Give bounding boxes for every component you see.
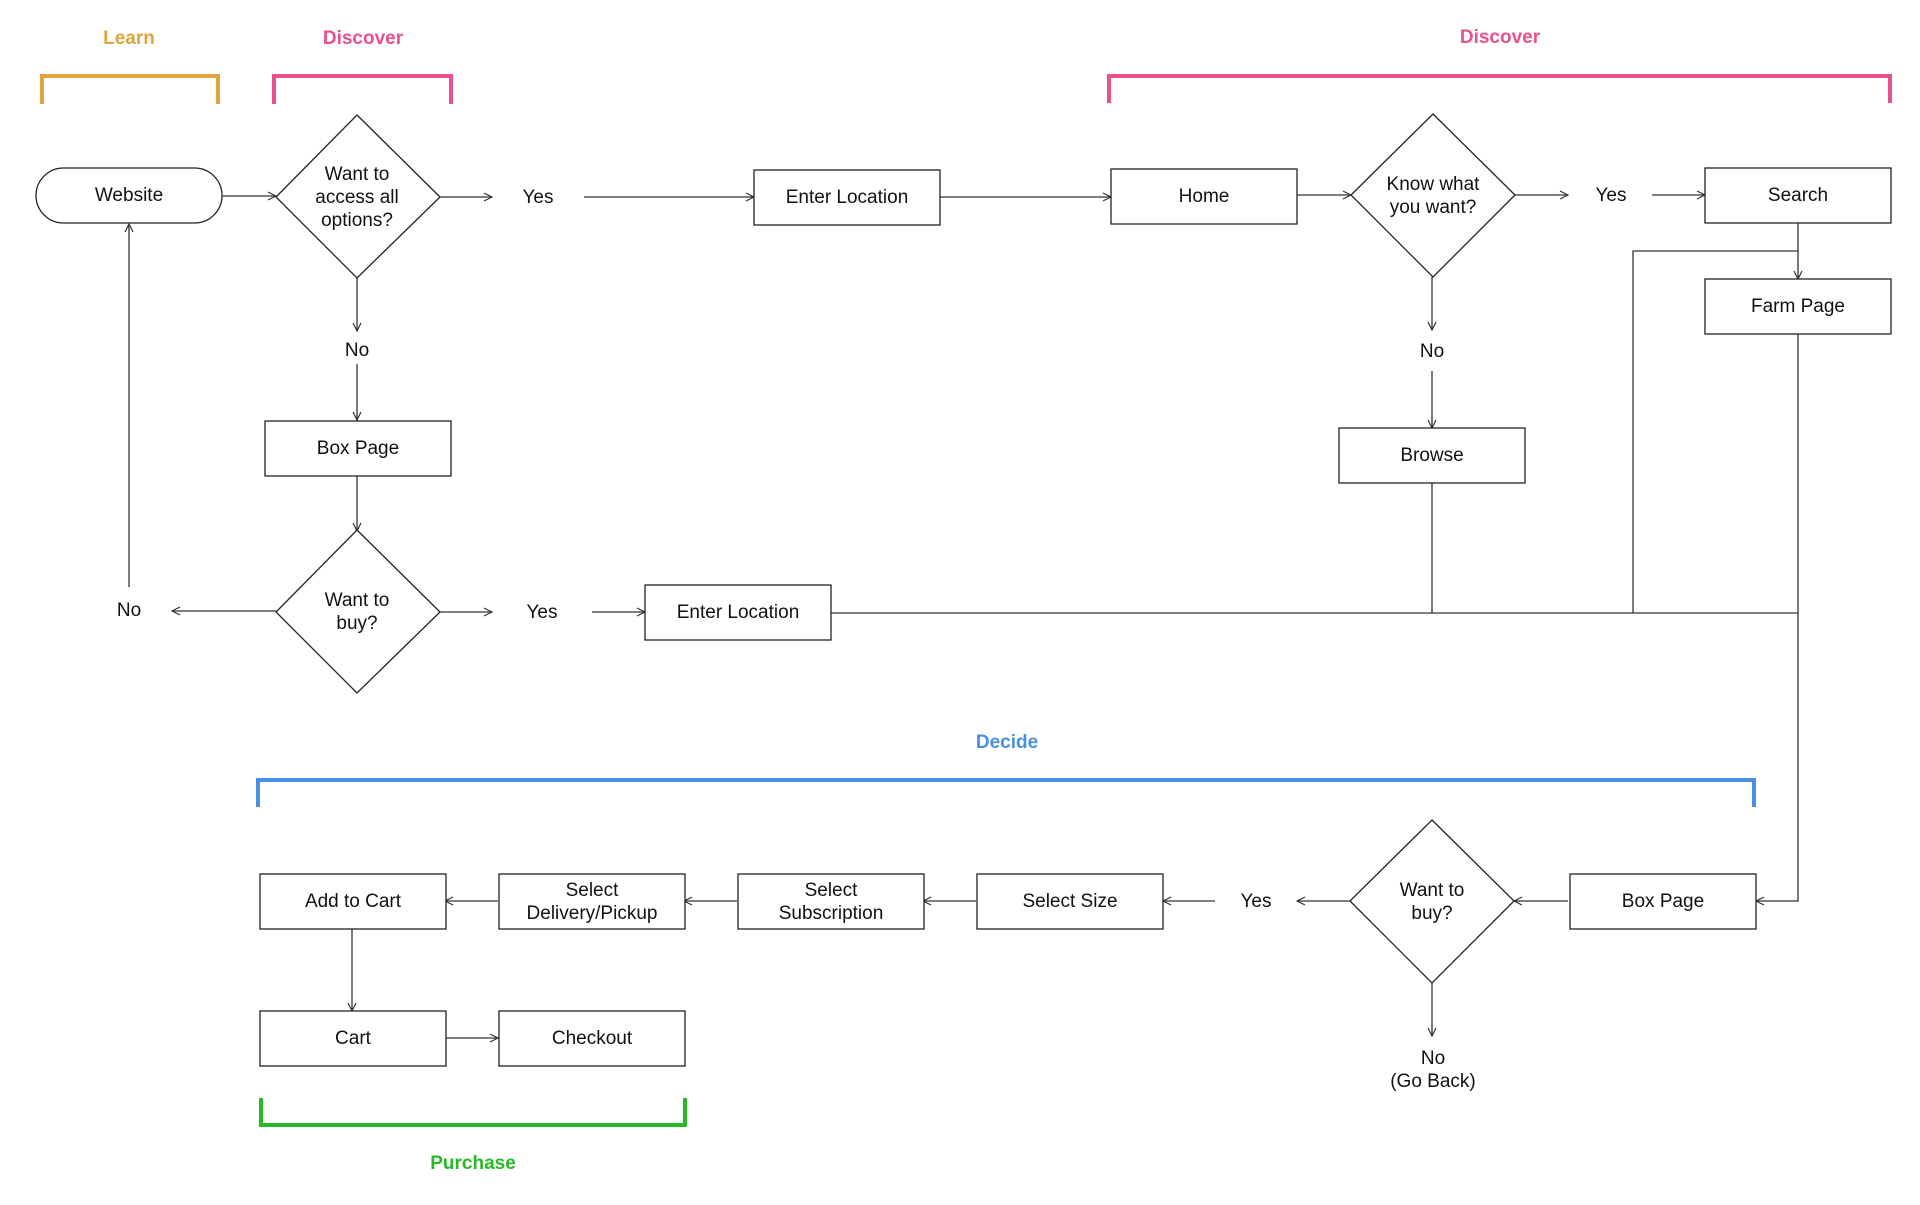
cart-label: Cart [335, 1028, 372, 1049]
connectors [129, 195, 1798, 1038]
node-checkout: Checkout [498, 1010, 686, 1067]
cart-rect [259, 1010, 447, 1067]
box-page-top-rect [264, 420, 452, 477]
edge-farm-to-box-bottom [1756, 334, 1799, 901]
box-page-bottom-label: Box Page [1622, 891, 1704, 912]
node-box-page-top: Box Page [264, 420, 452, 477]
search-label: Search [1768, 185, 1828, 206]
decision-want-buy-bottom-shape [1349, 819, 1515, 984]
home-rect [1110, 168, 1298, 225]
box-page-bottom-rect [1569, 873, 1757, 930]
select-subscription-rect [737, 873, 925, 930]
decision-want-access-line-3: options? [321, 210, 393, 231]
stage-discover-left-bracket [272, 74, 453, 104]
edge-mid-branch-to-farm [1632, 250, 1798, 613]
browse-label: Browse [1400, 445, 1463, 466]
stage-learn-label: Learn [103, 28, 155, 49]
farm-page-label: Farm Page [1751, 296, 1845, 317]
decision-want-access-shape [275, 114, 441, 279]
node-box-page-bottom: Box Page [1569, 873, 1757, 930]
node-enter-location-mid: Enter Location [644, 584, 832, 641]
enter-location-top-rect [753, 169, 941, 226]
decision-want-buy-bottom-line-2: buy? [1411, 903, 1452, 924]
node-select-size: Select Size [976, 873, 1164, 930]
stage-decide-bracket [256, 778, 1756, 807]
checkout-rect [498, 1010, 686, 1067]
label-yes-access: Yes [523, 187, 554, 208]
node-cart: Cart [259, 1010, 447, 1067]
stage-decide: Decide [256, 732, 1756, 807]
node-home: Home [1110, 168, 1298, 225]
select-delivery-line-2: Delivery/Pickup [527, 903, 658, 924]
node-farm-page: Farm Page [1704, 278, 1892, 335]
decision-know-shape [1350, 113, 1516, 278]
website-label: Website [95, 185, 163, 206]
decision-want-buy-top-shape [275, 529, 441, 694]
label-yes-buy-top: Yes [527, 602, 558, 623]
search-rect [1704, 167, 1892, 224]
select-delivery-line-1: Select [566, 880, 620, 901]
decision-want-access-line-2: access all [315, 187, 398, 208]
decision-know-what-you-want: Know what you want? [1350, 113, 1516, 278]
node-add-to-cart: Add to Cart [259, 873, 447, 930]
label-no-buy-bottom-line-2: (Go Back) [1390, 1071, 1476, 1092]
add-to-cart-rect [259, 873, 447, 930]
node-website: Website [35, 167, 223, 224]
home-label: Home [1179, 186, 1230, 207]
label-no-know: No [1420, 341, 1444, 362]
node-browse: Browse [1338, 427, 1526, 484]
enter-location-mid-rect [644, 584, 832, 641]
node-enter-location-top: Enter Location [753, 169, 941, 226]
stage-discover-right-label: Discover [1460, 27, 1541, 48]
stage-learn: Learn [40, 28, 220, 104]
node-select-subscription: Select Subscription [737, 873, 925, 930]
decision-want-access-all: Want to access all options? [275, 114, 441, 279]
stage-decide-label: Decide [976, 732, 1038, 753]
decision-want-to-buy-bottom: Want to buy? [1349, 819, 1515, 984]
edge-labels: Yes No Yes No Yes No Yes No (Go Back) [117, 185, 1627, 1092]
select-size-label: Select Size [1022, 891, 1117, 912]
decision-know-line-2: you want? [1390, 197, 1477, 218]
decision-want-access-line-1: Want to [325, 164, 390, 185]
website-terminal [35, 167, 223, 224]
decision-want-buy-top-line-2: buy? [336, 613, 377, 634]
select-delivery-rect [498, 873, 686, 930]
stage-discover-right: Discover [1107, 27, 1892, 103]
stage-discover-right-bracket [1107, 74, 1892, 103]
stage-discover-left-label: Discover [323, 28, 404, 49]
label-yes-know: Yes [1596, 185, 1627, 206]
enter-location-mid-label: Enter Location [677, 602, 800, 623]
add-to-cart-label: Add to Cart [305, 891, 402, 912]
node-select-delivery-pickup: Select Delivery/Pickup [498, 873, 686, 930]
checkout-label: Checkout [552, 1028, 633, 1049]
decision-want-buy-bottom-line-1: Want to [1400, 880, 1465, 901]
box-page-top-label: Box Page [317, 438, 399, 459]
stage-learn-bracket [40, 74, 220, 104]
stage-purchase-bracket [259, 1098, 687, 1127]
select-subscription-line-2: Subscription [779, 903, 884, 924]
stage-discover-left: Discover [272, 28, 453, 104]
node-search: Search [1704, 167, 1892, 224]
label-no-buy-top: No [117, 600, 141, 621]
decision-want-to-buy-top: Want to buy? [275, 529, 441, 694]
farm-page-rect [1704, 278, 1892, 335]
select-subscription-line-1: Select [805, 880, 859, 901]
label-no-access: No [345, 340, 369, 361]
label-no-buy-bottom-line-1: No [1421, 1048, 1445, 1069]
stage-purchase-label: Purchase [430, 1153, 516, 1174]
label-yes-buy-bottom: Yes [1241, 891, 1272, 912]
stage-purchase: Purchase [259, 1098, 687, 1174]
decision-know-line-1: Know what [1387, 174, 1481, 195]
browse-rect [1338, 427, 1526, 484]
select-size-rect [976, 873, 1164, 930]
enter-location-top-label: Enter Location [786, 187, 909, 208]
decision-want-buy-top-line-1: Want to [325, 590, 390, 611]
